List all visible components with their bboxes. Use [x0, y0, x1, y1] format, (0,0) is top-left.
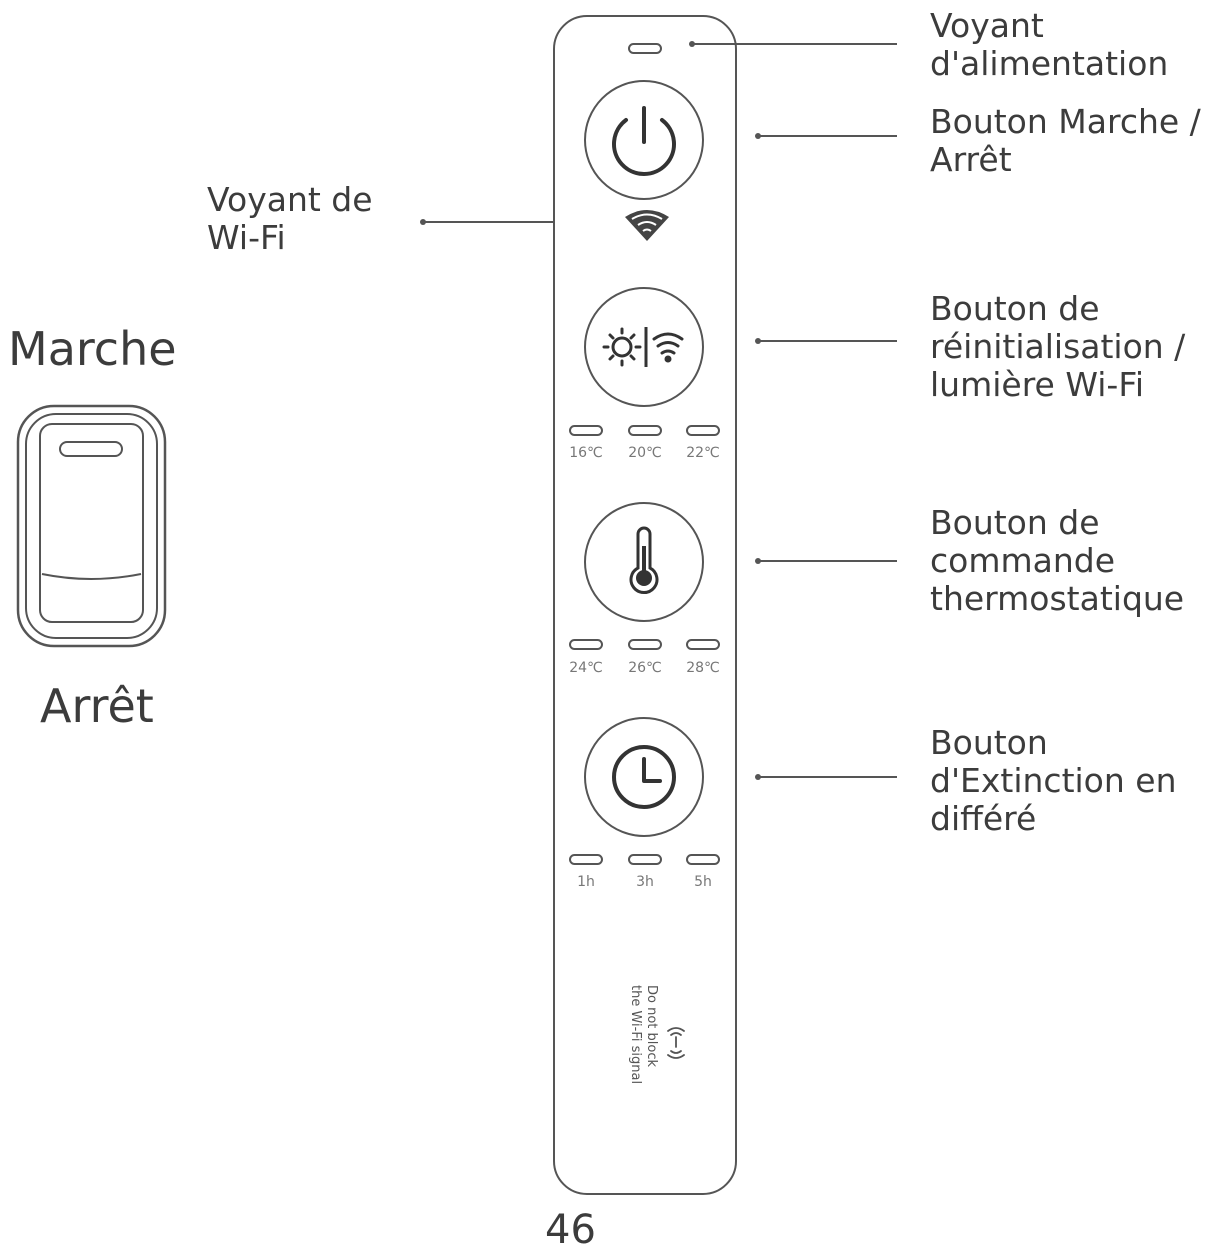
switch-on-label: Marche	[8, 322, 177, 376]
label-line: Bouton de	[930, 503, 1100, 542]
led-label: 16℃	[569, 445, 603, 461]
power-icon	[612, 106, 676, 176]
wifi-icon	[625, 210, 669, 241]
label-line: d'alimentation	[930, 44, 1169, 83]
label-line: Bouton de	[930, 289, 1100, 328]
label-line: Bouton	[930, 723, 1048, 762]
led-label: 1h	[577, 874, 595, 890]
page-number: 46	[545, 1207, 596, 1253]
reset-wifi-button[interactable]	[584, 287, 704, 407]
panel-note-line: Do not block	[644, 985, 659, 1068]
led-label: 22℃	[686, 445, 720, 461]
led-20	[628, 425, 662, 436]
label-thermostat-button: Bouton de commande thermostatique	[930, 504, 1184, 618]
label-timer-button: Bouton d'Extinction en différé	[930, 724, 1177, 838]
label-line: réinitialisation /	[930, 327, 1186, 366]
panel-note-line: the Wi-Fi signal	[628, 985, 643, 1085]
label-line: Voyant de	[207, 180, 373, 219]
led-3h	[628, 854, 662, 865]
switch-off-label: Arrêt	[40, 679, 154, 733]
led-22	[686, 425, 720, 436]
label-reset-button: Bouton de réinitialisation / lumière Wi-…	[930, 290, 1185, 404]
rocker-switch[interactable]	[14, 402, 169, 650]
timer-button[interactable]	[584, 717, 704, 837]
label-line: différé	[930, 799, 1037, 838]
label-line: Wi-Fi	[207, 218, 286, 257]
label-line: thermostatique	[930, 579, 1185, 618]
panel-note: Do not block the Wi-Fi signal	[596, 985, 736, 1095]
callout-line	[758, 776, 897, 778]
callout-line	[692, 43, 897, 45]
label-wifi-light: Voyant de Wi-Fi	[207, 181, 373, 257]
wifi-light-indicator	[619, 205, 675, 245]
led-label: 3h	[636, 874, 654, 890]
label-line: Arrêt	[930, 140, 1012, 179]
callout-line	[758, 135, 897, 137]
power-light-indicator	[628, 43, 662, 54]
thermostat-button[interactable]	[584, 502, 704, 622]
label-power-button: Bouton Marche / Arrêt	[930, 103, 1201, 179]
signal-icon	[667, 1027, 685, 1059]
led-1h	[569, 854, 603, 865]
label-line: d'Extinction en	[930, 761, 1177, 800]
led-28	[686, 639, 720, 650]
sun-icon	[602, 327, 642, 367]
led-label: 20℃	[628, 445, 662, 461]
label-line: lumière Wi-Fi	[930, 365, 1145, 404]
label-line: Bouton Marche /	[930, 102, 1201, 141]
led-24	[569, 639, 603, 650]
control-panel: 16℃ 20℃ 22℃ 24℃ 26℃ 28℃ 1h 3h 5h	[553, 15, 737, 1195]
led-16	[569, 425, 603, 436]
callout-line	[758, 340, 897, 342]
led-label: 24℃	[569, 660, 603, 676]
callout-line	[758, 560, 897, 562]
led-label: 5h	[694, 874, 712, 890]
led-label: 28℃	[686, 660, 720, 676]
label-line: commande	[930, 541, 1116, 580]
led-label: 26℃	[628, 660, 662, 676]
wifi-icon	[652, 332, 684, 363]
led-26	[628, 639, 662, 650]
callout-line	[423, 221, 598, 223]
label-power-light: Voyant d'alimentation	[930, 7, 1168, 83]
power-button[interactable]	[584, 80, 704, 200]
thermometer-icon	[629, 526, 659, 595]
label-line: Voyant	[930, 6, 1044, 45]
led-5h	[686, 854, 720, 865]
clock-icon	[612, 745, 676, 809]
